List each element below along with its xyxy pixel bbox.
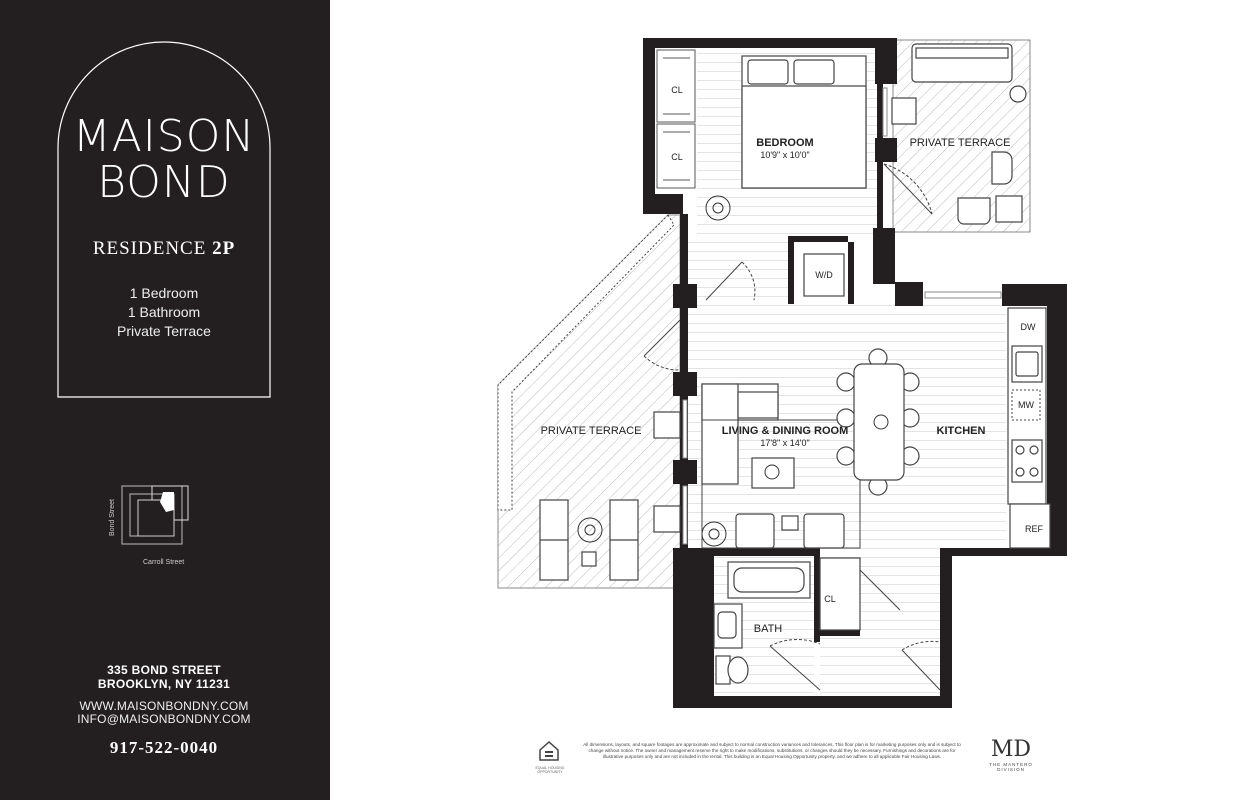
washer-dryer-label: W/D [815,270,833,280]
planter-strip [497,214,675,511]
coffee-table-icon [751,457,795,489]
key-plan: Bond Street Carroll Street [109,485,189,566]
address-line1: 335 BOND STREET [107,663,221,677]
washer-dryer-icon [803,253,845,297]
address-line2: BROOKLYN, NY 11231 [97,677,231,691]
bedroom-name: BEDROOM [756,137,813,149]
dining-table-icon [836,348,920,496]
door-swings [643,163,941,691]
hall-floor [688,234,793,304]
bedroom-dims: 10'9" x 10'0" [760,150,809,160]
lounge-sofa-icon [891,43,1027,225]
website-link[interactable]: WWW.MAISONBONDNY.COM [79,699,249,713]
kitchen-name: KITCHEN [937,425,986,437]
armchairs-icon [735,513,845,549]
email-link[interactable]: INFO@MAISONBONDNY.COM [77,712,251,726]
sectional-sofa-icon [701,383,779,485]
developer-monogram: MD [990,737,1032,762]
residence-title: RESIDENCE 2P [57,238,271,260]
kitchen-counter [1007,307,1051,549]
terrace-left-name: PRIVATE TERRACE [541,425,642,437]
phone-number[interactable]: 917-522-0040 [109,738,219,757]
street-label-bond: Bond Street [109,499,116,536]
windows [682,87,1002,545]
developer-name: THE MANTERO DIVISION [989,762,1033,772]
legal-disclaimer: All dimensions, layouts, and square foot… [583,742,961,759]
bath-name: BATH [754,623,783,635]
equal-housing-icon [539,740,559,761]
developer-logo: MD THE MANTERO DIVISION [978,738,1044,778]
residence-prefix: RESIDENCE [92,238,207,259]
feature-bathrooms: 1 Bathroom [127,304,201,320]
plant-icons [577,195,889,547]
street-label-carroll: Carroll Street [143,559,184,566]
terrace-upper-name: PRIVATE TERRACE [910,137,1011,149]
floor-plan: CL CL BEDROOM 10'9" x 10'0" PRIVATE TERR… [497,38,1067,708]
dishwasher-label: DW [1021,322,1036,332]
arch-frame [57,41,271,398]
brand-name-line2: BOND [97,157,231,208]
living-name: LIVING & DINING ROOM [722,425,849,437]
feature-bedrooms: 1 Bedroom [129,285,199,301]
lounge-chairs-icon [539,411,681,581]
left-terrace-area [497,214,681,589]
living-dims: 17'8" x 14'0" [760,438,809,448]
eho-caption: EQUAL HOUSING OPPORTUNITY [535,766,565,774]
feature-terrace: Private Terrace [117,323,211,339]
rug-outline [701,419,861,549]
microwave-label: MW [1018,400,1034,410]
sidebar: MAISON BOND RESIDENCE 2P 1 Bedroom 1 Bat… [0,0,330,800]
residence-unit: 2P [212,238,236,259]
bath-closet-label: CL [824,594,836,604]
walls [643,38,1067,708]
closet-label-2: CL [671,152,683,162]
refrigerator-label: REF [1025,524,1044,534]
bed-icon [741,55,867,189]
bath-fixtures [713,557,861,685]
bedroom-closets [656,49,696,189]
brand-name-line1: MAISON [72,111,256,162]
closet-label-1: CL [671,85,683,95]
microwave-icon [1011,389,1041,421]
